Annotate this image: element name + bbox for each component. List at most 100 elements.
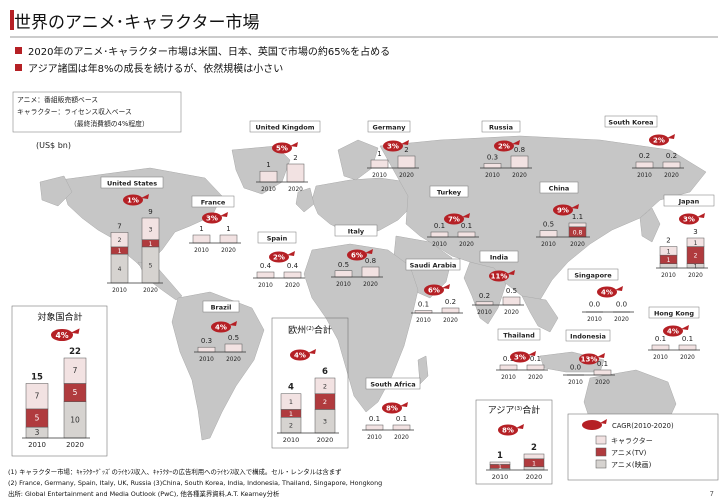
uk-island-landmass	[295, 187, 315, 213]
germany-cagr-badge: 3%	[383, 140, 409, 152]
x-tick-label: 2020	[570, 242, 585, 248]
bar-total-value: 0.1	[369, 415, 380, 423]
segment-value: 0.8	[573, 229, 583, 236]
cagr-badge-arrow	[220, 212, 228, 217]
region-label-box	[481, 120, 521, 133]
spain-cagr-badge: 2%	[269, 251, 295, 263]
cagr-value: 3%	[683, 216, 695, 224]
segment-value: 1	[149, 241, 153, 248]
cagr-value: 3%	[387, 143, 399, 151]
region-label-box	[567, 268, 619, 281]
note-line-anime: アニメ：番組販売額ベース	[17, 95, 98, 104]
cagr-badge-shape	[382, 402, 402, 414]
cagr-badge-arrow	[681, 325, 689, 330]
bar-total-value: 0.5	[543, 221, 554, 229]
region-name: Italy	[348, 227, 365, 235]
bar-total-value: 0.1	[461, 222, 472, 230]
cagr-badge-shape	[510, 351, 530, 363]
cagr-badge-arrow	[512, 140, 520, 145]
segment-value: 1	[667, 257, 671, 264]
x-tick-label: 2020	[285, 283, 300, 289]
bar-segment	[499, 364, 518, 371]
cagr-value: 4%	[294, 352, 306, 360]
cagr-badge-shape	[663, 325, 683, 337]
bar-total-value: 1	[266, 161, 270, 169]
bar-segment	[430, 231, 449, 238]
bar-total-value: 0.5	[338, 261, 349, 269]
x-tick-label: 2020	[399, 173, 414, 179]
segment-value: 2	[694, 253, 698, 260]
cagr-value: 7%	[448, 216, 460, 224]
bar-total-value: 0.1	[530, 355, 541, 363]
bar-segment	[651, 344, 670, 351]
bar-total-value: 9	[148, 208, 152, 216]
bar-total-value: 22	[69, 347, 81, 357]
x-tick-label: 2010	[416, 318, 431, 324]
x-tick-label: 2020	[226, 357, 241, 363]
region-name: Hong Kong	[654, 309, 694, 317]
segment-value: 3	[35, 428, 40, 437]
region-name: China	[549, 184, 570, 192]
region-label-box	[367, 120, 411, 133]
x-tick-label: 2010	[541, 242, 556, 248]
region-label-box	[100, 176, 164, 189]
x-tick-label: 2020	[512, 173, 527, 179]
bar-total-value: 1.1	[572, 213, 583, 221]
united-kingdom-cagr-badge: 5%	[272, 142, 298, 154]
segment-value: 2	[323, 382, 327, 390]
madagascar-landmass	[417, 355, 429, 385]
region-name: Indonesia	[570, 332, 606, 340]
cagr-badge-arrow	[401, 140, 409, 145]
x-tick-label: 2020	[443, 318, 458, 324]
cagr-badge-arrow	[697, 213, 705, 218]
singapore-cagr-badge: 4%	[597, 286, 623, 298]
bar-segment	[283, 271, 302, 279]
bar-total-value: 0.1	[597, 360, 608, 368]
region-name: South Africa	[370, 380, 415, 388]
indonesia-cagr-badge: 13%	[579, 353, 605, 365]
region-name: France	[201, 198, 226, 206]
cagr-badge-shape	[202, 212, 222, 224]
bar-segment	[361, 266, 380, 278]
bar-total-value: 0.5	[506, 287, 517, 295]
cagr-badge-shape	[444, 213, 464, 225]
bar-total-value: 2	[293, 154, 297, 162]
region-name: South Korea	[608, 118, 653, 126]
x-tick-label: 2020	[595, 380, 610, 386]
cagr-badge-shape	[211, 321, 231, 333]
bar-segment	[259, 170, 278, 183]
alaska-landmass	[39, 175, 73, 207]
x-tick-label: 2010	[587, 317, 602, 323]
bar-segment	[25, 383, 49, 410]
japan-cagr-badge: 3%	[679, 213, 705, 225]
segment-value: 1	[118, 248, 122, 255]
cagr-badge-shape	[679, 213, 699, 225]
x-tick-label: 2010	[283, 436, 300, 444]
bar-total-value: 0.1	[655, 335, 666, 343]
bar-total-value: 0.8	[365, 257, 376, 265]
対象国合計-cagr-badge: 4%	[51, 328, 80, 342]
segment-value: 1	[289, 398, 293, 406]
x-tick-label: 2020	[143, 288, 158, 294]
cagr-badge-arrow	[462, 213, 470, 218]
bar-total-value: 0.1	[434, 222, 445, 230]
brazil-cagr-badge: 4%	[211, 321, 237, 333]
cagr-badge-arrow	[70, 328, 80, 334]
region-name: United Kingdom	[255, 123, 314, 131]
segment-value: 1	[667, 248, 671, 255]
bar-segment	[224, 343, 243, 353]
cagr-value: 11%	[491, 273, 508, 281]
bar-segment	[568, 222, 587, 228]
note-line-character: キャラクター：ライセンス収入ベース	[17, 107, 132, 116]
cagr-badge-arrow	[667, 134, 675, 139]
x-tick-label: 2010	[199, 357, 214, 363]
x-tick-label: 2010	[336, 282, 351, 288]
